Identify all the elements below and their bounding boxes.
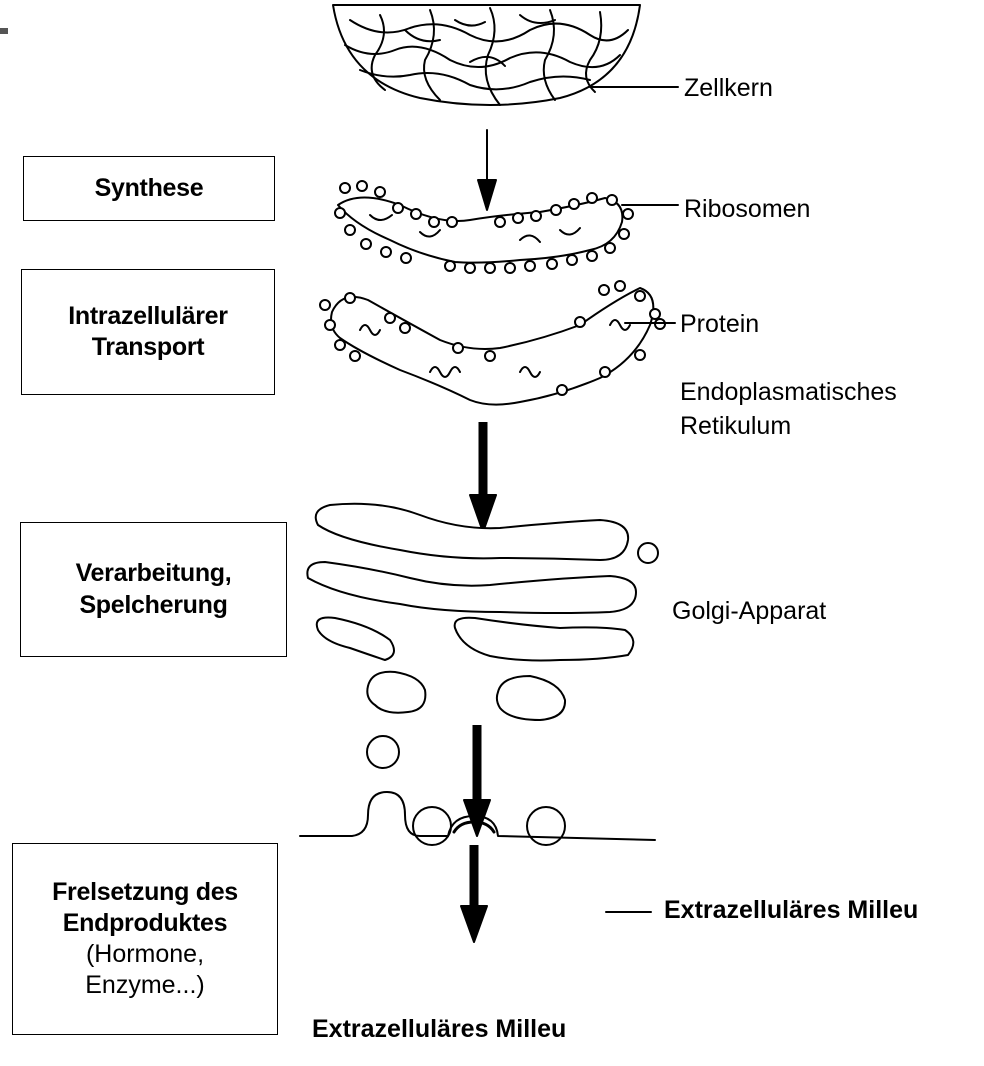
stage-box-synthese: Synthese — [23, 156, 275, 221]
arrow-er-to-golgi — [470, 422, 496, 532]
label-golgi-apparat: Golgi-Apparat — [672, 595, 826, 629]
stage-title-synthese: Synthese — [95, 173, 204, 204]
nucleus-shape — [333, 5, 640, 105]
label-endoplasmatisches-retikulum: Endoplasmatisches Retikulum — [680, 376, 897, 444]
secretory-vesicle — [527, 807, 565, 845]
arrow-nucleus-to-er — [478, 130, 496, 210]
golgi-apparatus-shape — [307, 504, 658, 768]
label-extrazellulaeres-milieu-right: Extrazelluläres Milleu — [664, 896, 918, 925]
stage-title-verarbeitung: Verarbeitung, Spelcherung — [76, 558, 232, 621]
label-extrazellulaeres-milieu-bottom: Extrazelluläres Milleu — [312, 1015, 566, 1044]
stage-box-transport: Intrazellulärer Transport — [21, 269, 275, 395]
corner-mark — [0, 28, 8, 34]
stage-box-verarbeitung: Verarbeitung, Spelcherung — [20, 522, 287, 657]
label-protein: Protein — [680, 308, 759, 342]
label-zellkern: Zellkern — [684, 72, 773, 106]
arrow-golgi-to-membrane — [464, 725, 490, 836]
stage-title-transport: Intrazellulärer Transport — [68, 301, 227, 364]
stage-title-freisetzung: Frelsetzung des Endproduktes — [52, 877, 238, 940]
er-transport-shape — [320, 281, 665, 405]
label-ribosomen: Ribosomen — [684, 193, 810, 227]
stage-subtitle-freisetzung: (Hormone, Enzyme...) — [85, 939, 204, 1002]
arrow-to-extracellular — [461, 845, 487, 942]
stage-box-freisetzung: Frelsetzung des Endproduktes (Hormone, E… — [12, 843, 278, 1035]
secretory-vesicle — [413, 807, 451, 845]
